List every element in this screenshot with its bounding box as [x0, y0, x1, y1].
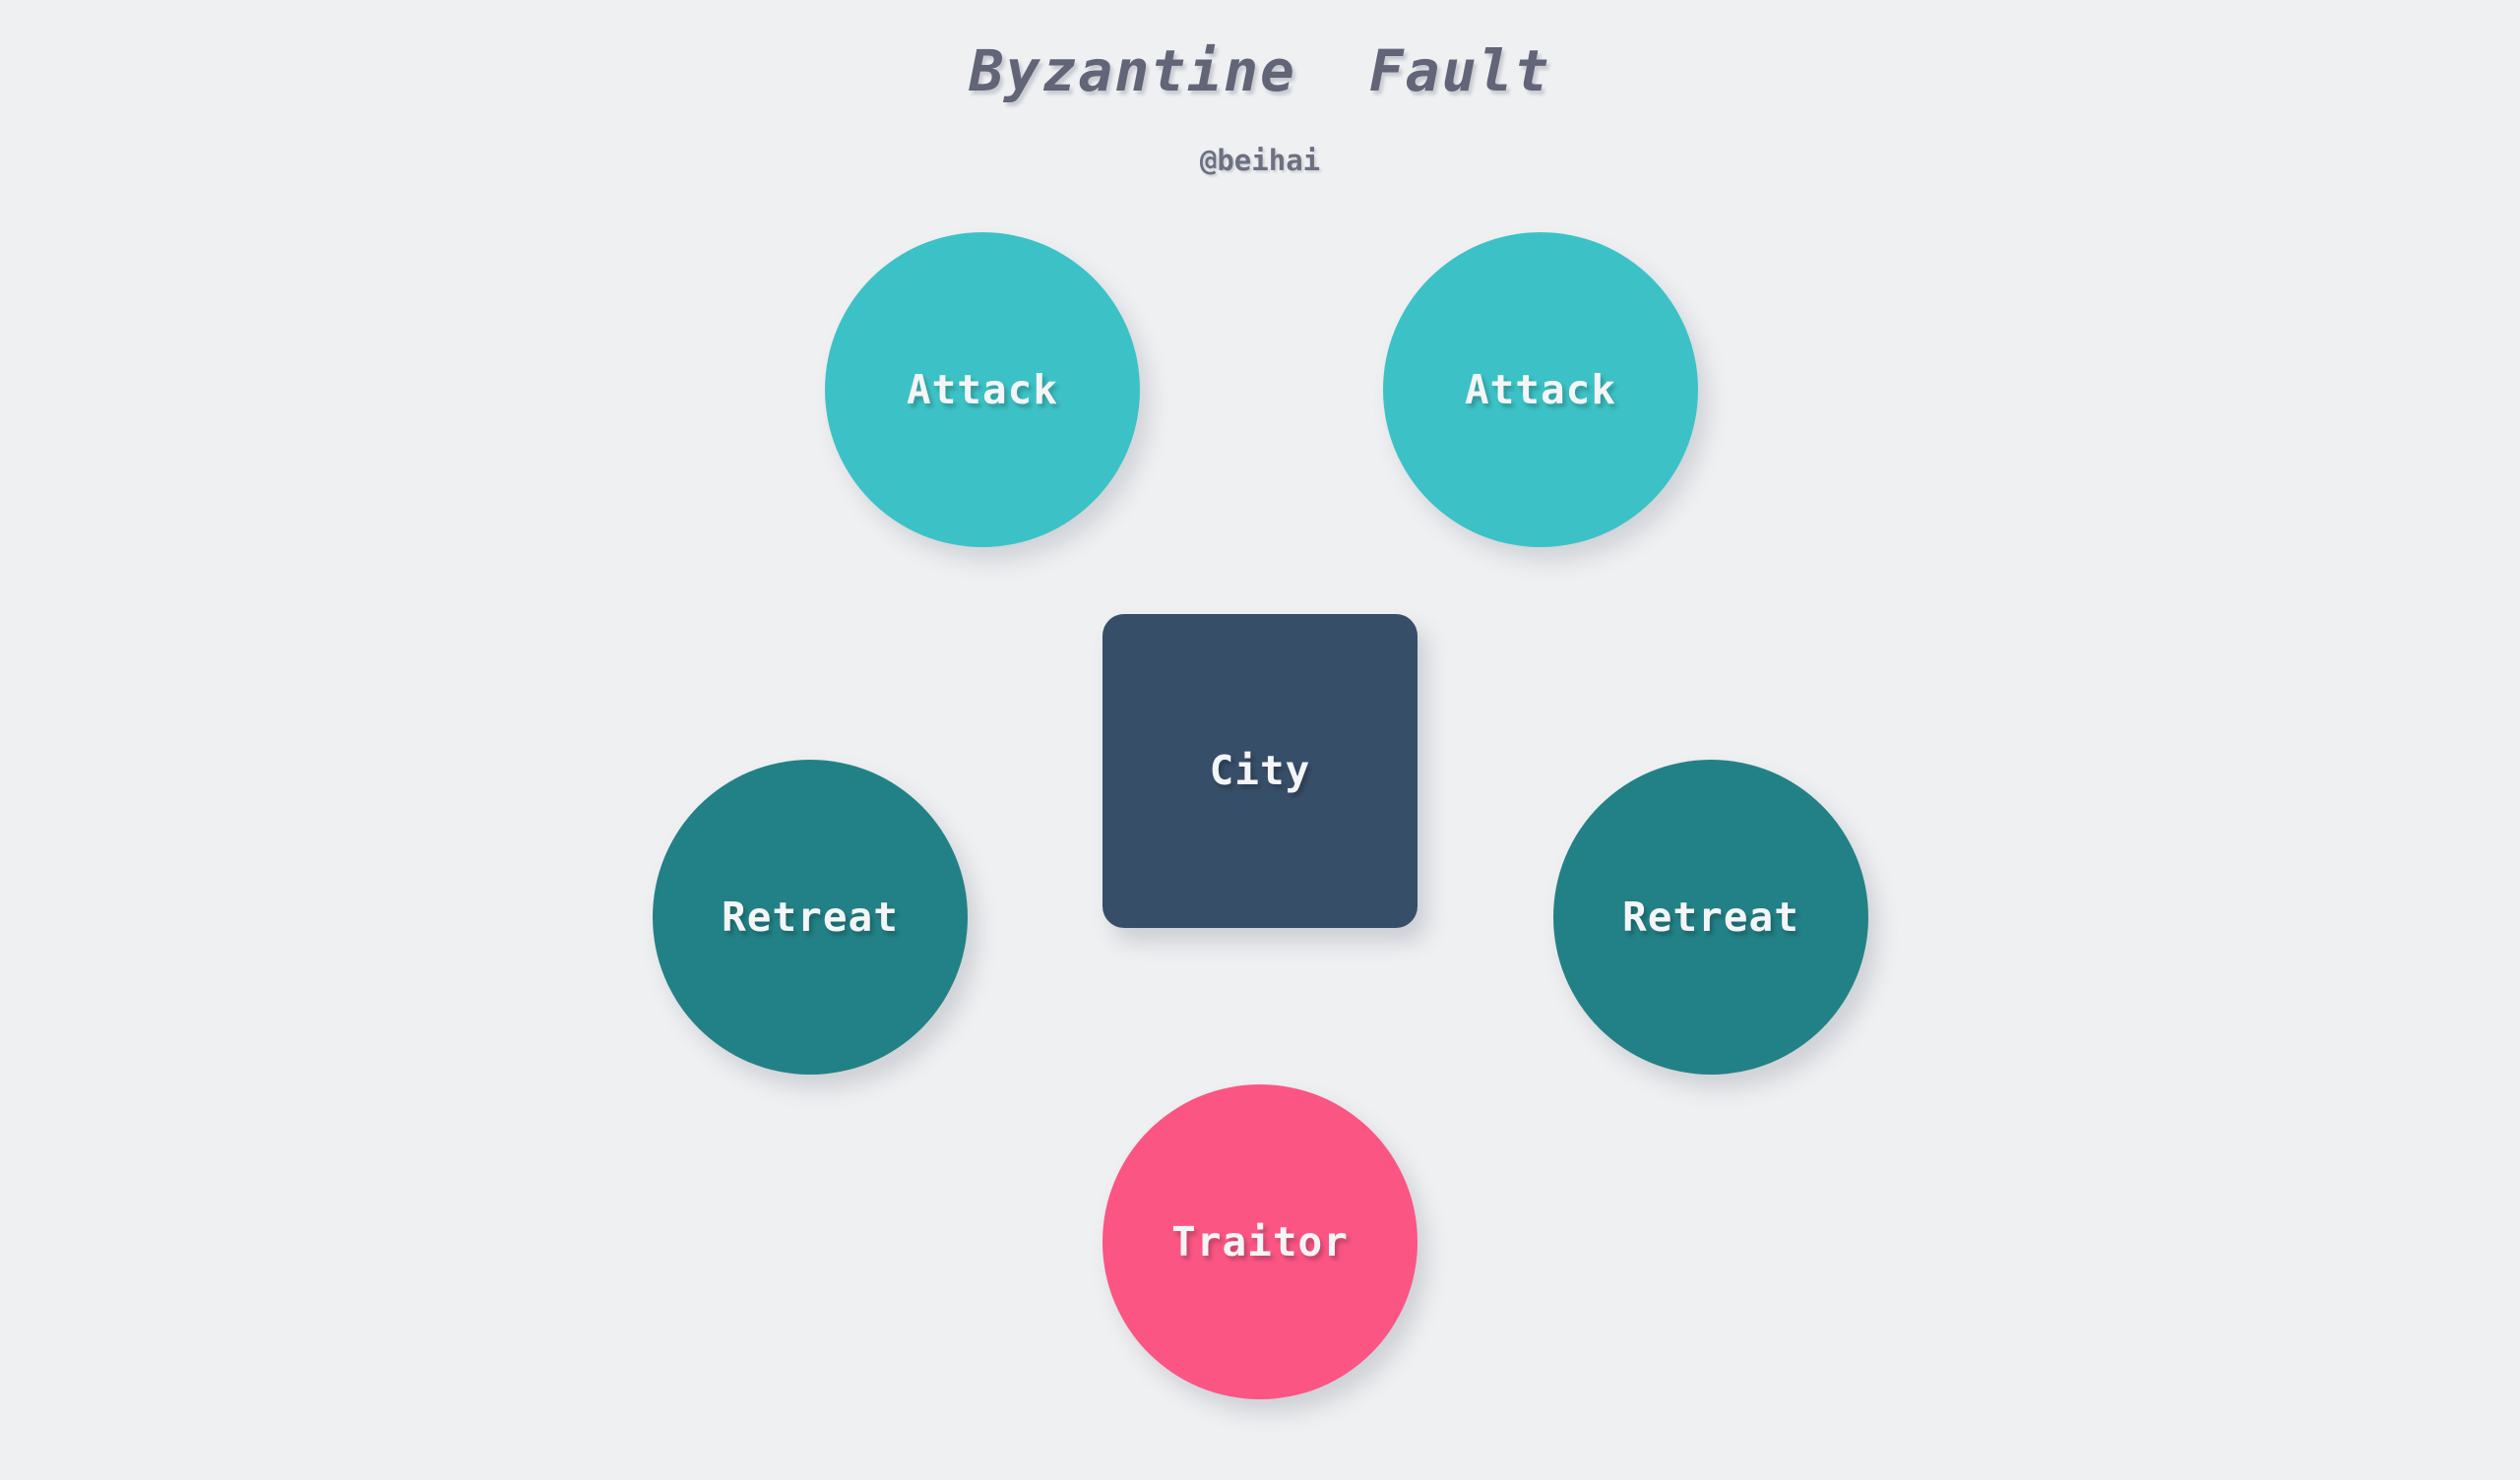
node-traitor[interactable]: Traitor	[1102, 1084, 1418, 1399]
node-retreat-right[interactable]: Retreat	[1553, 760, 1868, 1075]
node-label-city: City	[1209, 747, 1311, 794]
node-city[interactable]: City	[1102, 614, 1418, 928]
node-label-attack-left: Attack	[906, 365, 1059, 413]
node-label-retreat-left: Retreat	[722, 893, 899, 941]
node-retreat-left[interactable]: Retreat	[653, 760, 968, 1075]
node-attack-left[interactable]: Attack	[825, 232, 1140, 547]
node-label-attack-right: Attack	[1464, 365, 1617, 413]
node-label-retreat-right: Retreat	[1622, 893, 1799, 941]
page-subtitle-author: @beihai	[1199, 144, 1321, 177]
page-title: Byzantine Fault	[969, 37, 1551, 104]
node-attack-right[interactable]: Attack	[1383, 232, 1698, 547]
node-label-traitor: Traitor	[1171, 1217, 1349, 1265]
